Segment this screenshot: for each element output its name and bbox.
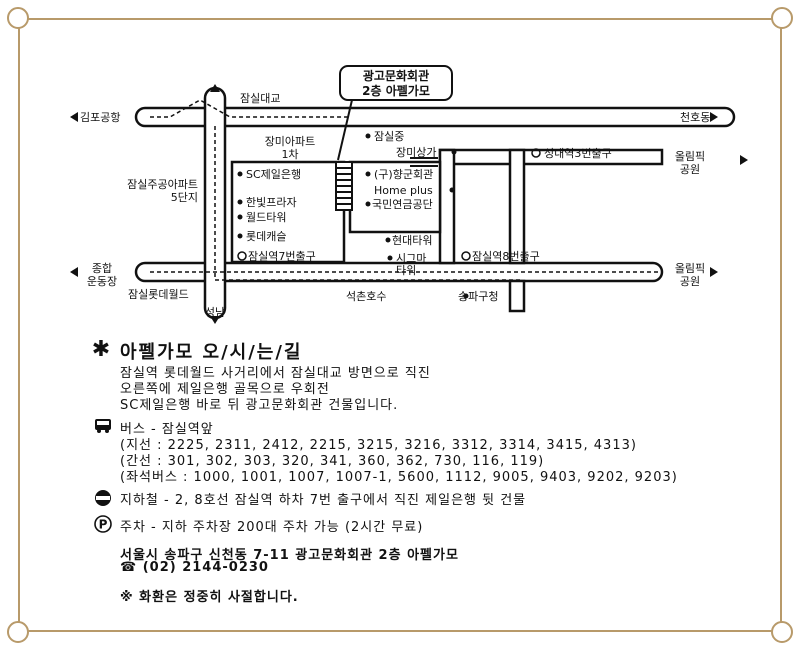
label-songpa-office: 송파구청 — [458, 290, 498, 303]
label-jugong-2: 5단지 — [171, 191, 198, 204]
walk-line-1: 잠실역 롯데월드 사거리에서 잠실대교 방면으로 직진 — [120, 366, 431, 381]
corner-ornament — [7, 7, 29, 29]
road-inner-2 — [508, 148, 526, 265]
label-jugong-1: 잠실주공아파트 — [127, 178, 198, 191]
arrow-right-icon — [710, 267, 718, 277]
label-jangmi-mall: 장미상가 — [396, 146, 436, 159]
walk-line-3: SC제일은행 바로 뒤 광고문화회관 건물입니다. — [120, 398, 399, 413]
label-homeplus: Home plus — [374, 184, 433, 197]
label-nps: 국민연금공단 — [372, 198, 433, 211]
label-sigma-2: 타워 — [396, 264, 416, 277]
label-lotte-castle: 롯데캐슬 — [246, 230, 286, 243]
road-top — [134, 106, 736, 128]
subway-directions: 지하철 - 2, 8호선 잠실역 하차 7번 출구에서 직진 제일은행 뒷 건물 — [120, 493, 527, 508]
arrow-right-icon — [740, 155, 748, 165]
label-cheonho: 천호동 — [680, 110, 710, 124]
arrow-up-icon — [210, 84, 220, 92]
parking-info: 주차 - 지하 주차장 200대 주차 가능 (2시간 무료) — [120, 520, 424, 535]
crosswalk — [410, 157, 438, 167]
corner-ornament — [771, 7, 793, 29]
label-jangmi-apt-2: 1차 — [281, 148, 298, 161]
label-sports-1: 종합 — [92, 262, 112, 275]
callout-line-1: 광고문화회관 — [363, 68, 429, 83]
arrow-right-icon — [710, 112, 718, 122]
corner-ornament — [7, 621, 29, 643]
flower-notice: ※ 화환은 정중히 사절합니다. — [120, 590, 299, 605]
label-exit8: 잠실역8번출구 — [472, 250, 540, 263]
directions-title: 아펠가모 오/시/는/길 — [120, 342, 303, 363]
callout-pointer — [337, 99, 353, 161]
decorative-frame — [18, 18, 782, 632]
label-olympic-1b: 공원 — [680, 163, 700, 176]
address: 서울시 송파구 신천동 7-11 광고문화회관 2층 아펠가모 — [120, 548, 459, 563]
svg-text:P: P — [99, 518, 108, 532]
label-hanbit: 한빛프라자 — [246, 196, 297, 209]
label-gimpo: 김포공항 — [80, 111, 120, 124]
label-seongnam: 성남 — [205, 306, 225, 319]
arrow-left-icon — [70, 267, 78, 277]
place-dots — [237, 133, 469, 299]
subway-exit-icons — [237, 148, 541, 261]
label-olympic-1a: 올림픽 — [675, 150, 705, 163]
label-army-hall: (구)향군회관 — [374, 168, 433, 181]
label-olympic-2a: 올림픽 — [675, 262, 705, 275]
road-inner-1 — [438, 148, 456, 265]
bus-icon — [94, 418, 112, 434]
label-world-tower: 월드타워 — [246, 211, 286, 224]
block-right — [348, 160, 442, 234]
label-olympic-2b: 공원 — [680, 275, 700, 288]
parking-icon: P — [94, 515, 112, 533]
label-seokchon: 석촌호수 — [346, 290, 386, 303]
label-exit7: 잠실역7번출구 — [248, 250, 316, 263]
location-map: 광고문화회관 2층 아펠가모 잠실대교 김포공항 천호동 장미아파트 1차 잠실… — [70, 65, 748, 324]
flower-icon: ✱ — [91, 336, 111, 362]
label-lotte-world: 잠실롯데월드 — [128, 288, 189, 301]
walk-line-2: 오른쪽에 제일은행 골목으로 우회전 — [120, 382, 330, 397]
arrow-left-icon — [70, 112, 78, 122]
label-jangmi-apt-1: 장미아파트 — [265, 135, 316, 148]
bus-line-3: (좌석버스 : 1000, 1001, 1007, 1007-1, 5600, … — [120, 470, 678, 485]
label-jamsil-bridge: 잠실대교 — [240, 92, 280, 105]
label-sigma-1: 시그마 — [396, 252, 426, 265]
label-seongnae-exit: 성내역3번출구 — [544, 147, 612, 160]
venue-callout-box — [339, 65, 453, 101]
corner-ornament — [771, 621, 793, 643]
bus-title: 버스 - 잠실역앞 — [120, 422, 214, 437]
label-sports-2: 운동장 — [87, 275, 117, 288]
label-jamsil-middle: 잠실중 — [374, 130, 404, 143]
callout-line-2: 2층 아펠가모 — [362, 83, 430, 98]
road-songpa — [508, 279, 526, 313]
arrow-down-icon — [210, 316, 220, 324]
venue-building — [335, 161, 353, 211]
phone: ☎ (02) 2144-0230 — [120, 560, 269, 575]
label-hyundai-tower: 현대타워 — [392, 234, 432, 247]
subway-icon — [94, 489, 112, 507]
bus-line-1: (지선 : 2225, 2311, 2412, 2215, 3215, 3216… — [120, 438, 637, 453]
bus-line-2: (간선 : 301, 302, 303, 320, 341, 360, 362,… — [120, 454, 545, 469]
label-sc-bank: SC제일은행 — [246, 167, 301, 181]
